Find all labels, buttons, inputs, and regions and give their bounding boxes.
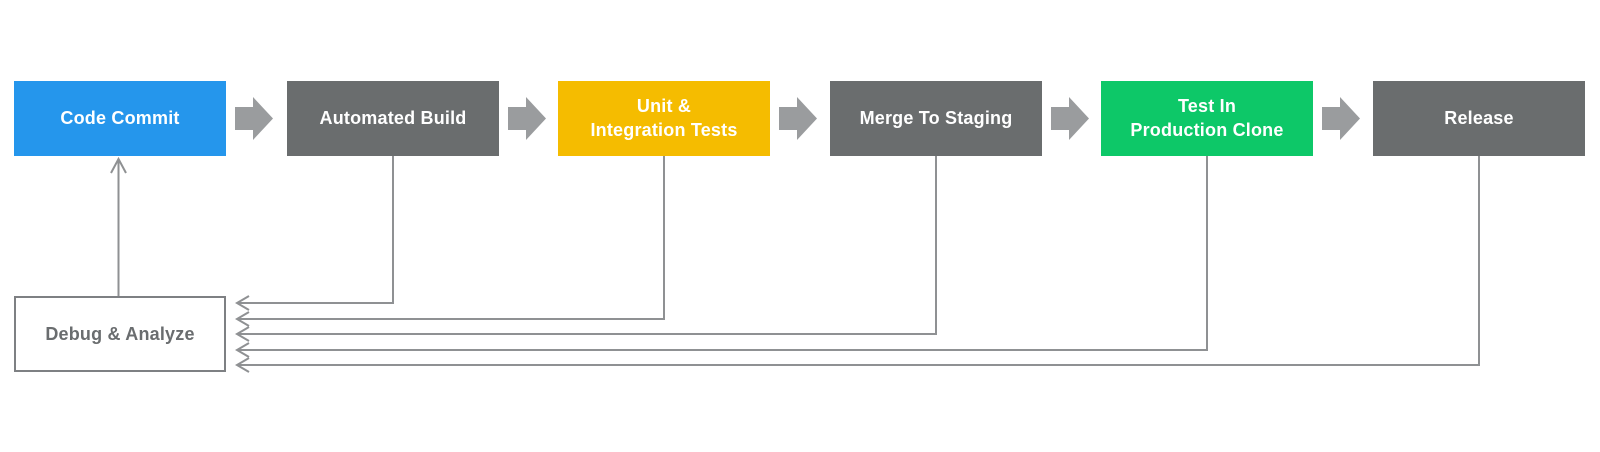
flow-arrow-right-icon	[508, 97, 546, 140]
step-merge-to-staging: Merge To Staging	[830, 81, 1042, 156]
flow-arrow-right-icon	[1051, 97, 1089, 140]
feedback-lines-group	[110, 156, 1480, 373]
arrowhead-left-icon	[235, 295, 250, 311]
step-unit-integration-tests: Unit & Integration Tests	[558, 81, 770, 156]
step-label: Code Commit	[60, 107, 180, 128]
flow-arrow-right-icon	[1322, 97, 1360, 140]
feedback-line	[239, 156, 937, 335]
step-label: Unit & Integration Tests	[590, 96, 738, 140]
feedback-line	[239, 156, 1480, 366]
debug-analyze-label: Debug & Analyze	[45, 323, 195, 344]
feedback-line	[239, 156, 1208, 351]
step-release: Release	[1373, 81, 1585, 156]
flow-arrow-right-icon	[235, 97, 273, 140]
step-code-commit: Code Commit	[14, 81, 226, 156]
step-label: Test In Production Clone	[1130, 96, 1284, 140]
step-automated-build: Automated Build	[287, 81, 499, 156]
step-label: Release	[1444, 107, 1514, 128]
arrowhead-left-icon	[235, 311, 250, 327]
debug-analyze-box: Debug & Analyze	[14, 296, 226, 372]
feedback-line	[239, 156, 665, 320]
arrowhead-left-icon	[235, 342, 250, 358]
flow-arrows-group	[235, 97, 1360, 140]
feedback-line	[239, 156, 394, 304]
flow-arrow-right-icon	[779, 97, 817, 140]
step-label: Automated Build	[319, 107, 467, 128]
step-test-in-production-clone: Test In Production Clone	[1101, 81, 1313, 156]
arrowhead-up-icon	[110, 156, 127, 174]
arrowhead-left-icon	[235, 357, 250, 373]
step-label: Merge To Staging	[859, 107, 1013, 128]
arrowhead-left-icon	[235, 326, 250, 342]
